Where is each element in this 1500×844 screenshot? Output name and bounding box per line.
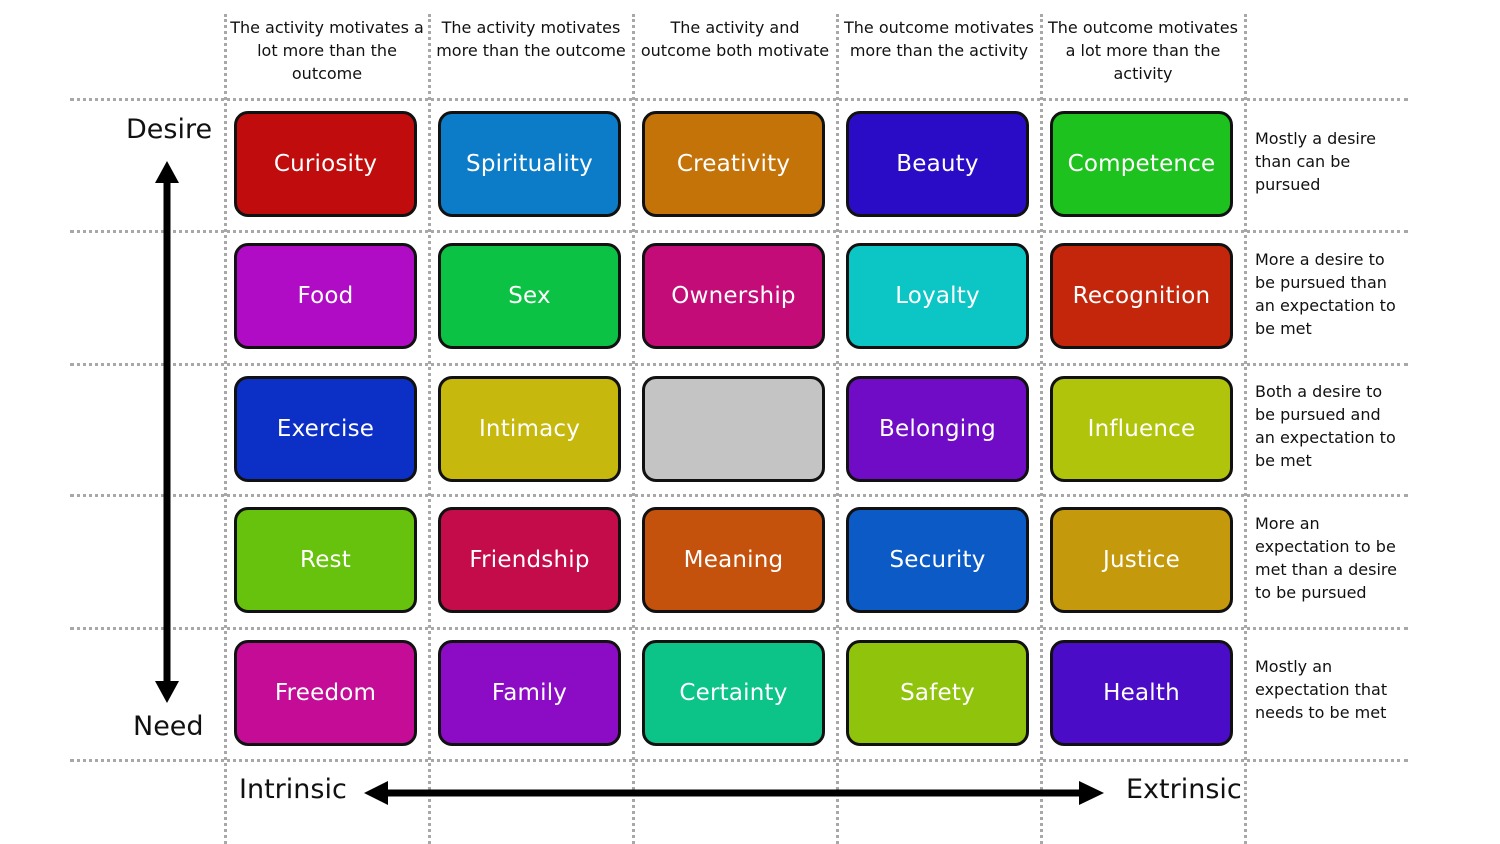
column-header: The activity and outcome both motivate — [640, 18, 830, 60]
grid-vline — [836, 14, 839, 844]
row-description: More an expectation to be met than a des… — [1255, 514, 1397, 602]
grid-vline — [1040, 14, 1043, 844]
grid-vline — [632, 14, 635, 844]
grid-hline — [70, 98, 1408, 101]
category-box: Family — [438, 640, 621, 746]
category-box: Friendship — [438, 507, 621, 613]
row-description: More a desire to be pursued than an expe… — [1255, 250, 1396, 338]
category-box: Curiosity — [234, 111, 417, 217]
row-description: Mostly an expectation that needs to be m… — [1255, 657, 1388, 722]
axis-label-extrinsic: Extrinsic — [1126, 774, 1242, 805]
category-box: Safety — [846, 640, 1029, 746]
category-box: Freedom — [234, 640, 417, 746]
grid-vline — [428, 14, 431, 844]
category-box: Meaning — [642, 507, 825, 613]
axis-label-desire: Desire — [126, 114, 213, 145]
category-box: Justice — [1050, 507, 1233, 613]
category-box: Ownership — [642, 243, 825, 349]
category-box: Health — [1050, 640, 1233, 746]
category-box: Exercise — [234, 376, 417, 482]
grid-vline — [1244, 14, 1247, 844]
horizontal-axis-arrow — [364, 781, 1104, 805]
grid-hline — [70, 363, 1408, 366]
category-box: Influence — [1050, 376, 1233, 482]
category-box: Security — [846, 507, 1029, 613]
category-box: Creativity — [642, 111, 825, 217]
category-box: Rest — [234, 507, 417, 613]
grid-hline — [70, 759, 1408, 762]
category-box: Beauty — [846, 111, 1029, 217]
category-box: Loyalty — [846, 243, 1029, 349]
row-description: Both a desire to be pursued and an expec… — [1255, 382, 1396, 470]
axis-label-intrinsic: Intrinsic — [239, 774, 347, 805]
category-box: Certainty — [642, 640, 825, 746]
category-box: Sex — [438, 243, 621, 349]
category-box: Recognition — [1050, 243, 1233, 349]
grid-hline — [70, 230, 1408, 233]
column-header: The outcome motivates a lot more than th… — [1048, 18, 1238, 83]
column-header: The activity motivates a lot more than t… — [230, 18, 424, 83]
category-box: Intimacy — [438, 376, 621, 482]
grid-hline — [70, 494, 1408, 497]
column-header: The outcome motivates more than the acti… — [844, 18, 1034, 60]
grid-vline — [224, 14, 227, 844]
row-description: Mostly a desire than can be pursued — [1255, 129, 1376, 194]
category-box: Belonging — [846, 376, 1029, 482]
vertical-axis-arrow — [155, 161, 179, 703]
category-box: Spirituality — [438, 111, 621, 217]
axis-label-need: Need — [133, 711, 204, 742]
category-box: Food — [234, 243, 417, 349]
empty-category-box — [642, 376, 825, 482]
category-box: Competence — [1050, 111, 1233, 217]
column-header: The activity motivates more than the out… — [436, 18, 626, 60]
grid-hline — [70, 627, 1408, 630]
